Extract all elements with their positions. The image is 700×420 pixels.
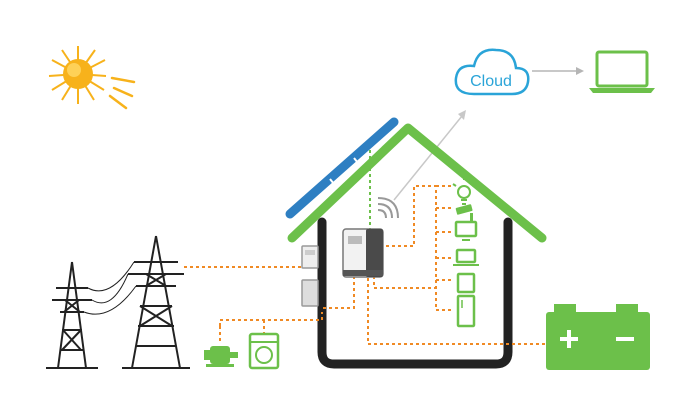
cloud-label: Cloud (470, 73, 512, 90)
data-upload-arrow (393, 110, 466, 201)
breaker-icon (301, 279, 319, 307)
ac-wiring (184, 185, 546, 345)
cloud-to-laptop-arrow (532, 67, 584, 75)
washing-machine-icon (248, 332, 280, 370)
inverter-icon (342, 228, 384, 278)
cctv-camera-icon (455, 204, 473, 221)
cloud-icon: Cloud (454, 48, 530, 96)
motor-pump-icon (204, 346, 238, 367)
tv-icon (454, 220, 478, 241)
sun-icon (48, 46, 136, 110)
computer-monitor-icon (453, 248, 479, 266)
wifi-icon (377, 197, 399, 219)
house-body (317, 217, 513, 369)
solar-panel-icon (285, 117, 399, 219)
refrigerator-icon (456, 272, 476, 328)
meter-icon (301, 245, 319, 269)
battery-icon (546, 304, 650, 370)
light-bulb-icon (452, 177, 476, 205)
house-roof (287, 123, 547, 243)
transmission-tower-icon (46, 235, 190, 369)
laptop-icon (589, 50, 655, 93)
